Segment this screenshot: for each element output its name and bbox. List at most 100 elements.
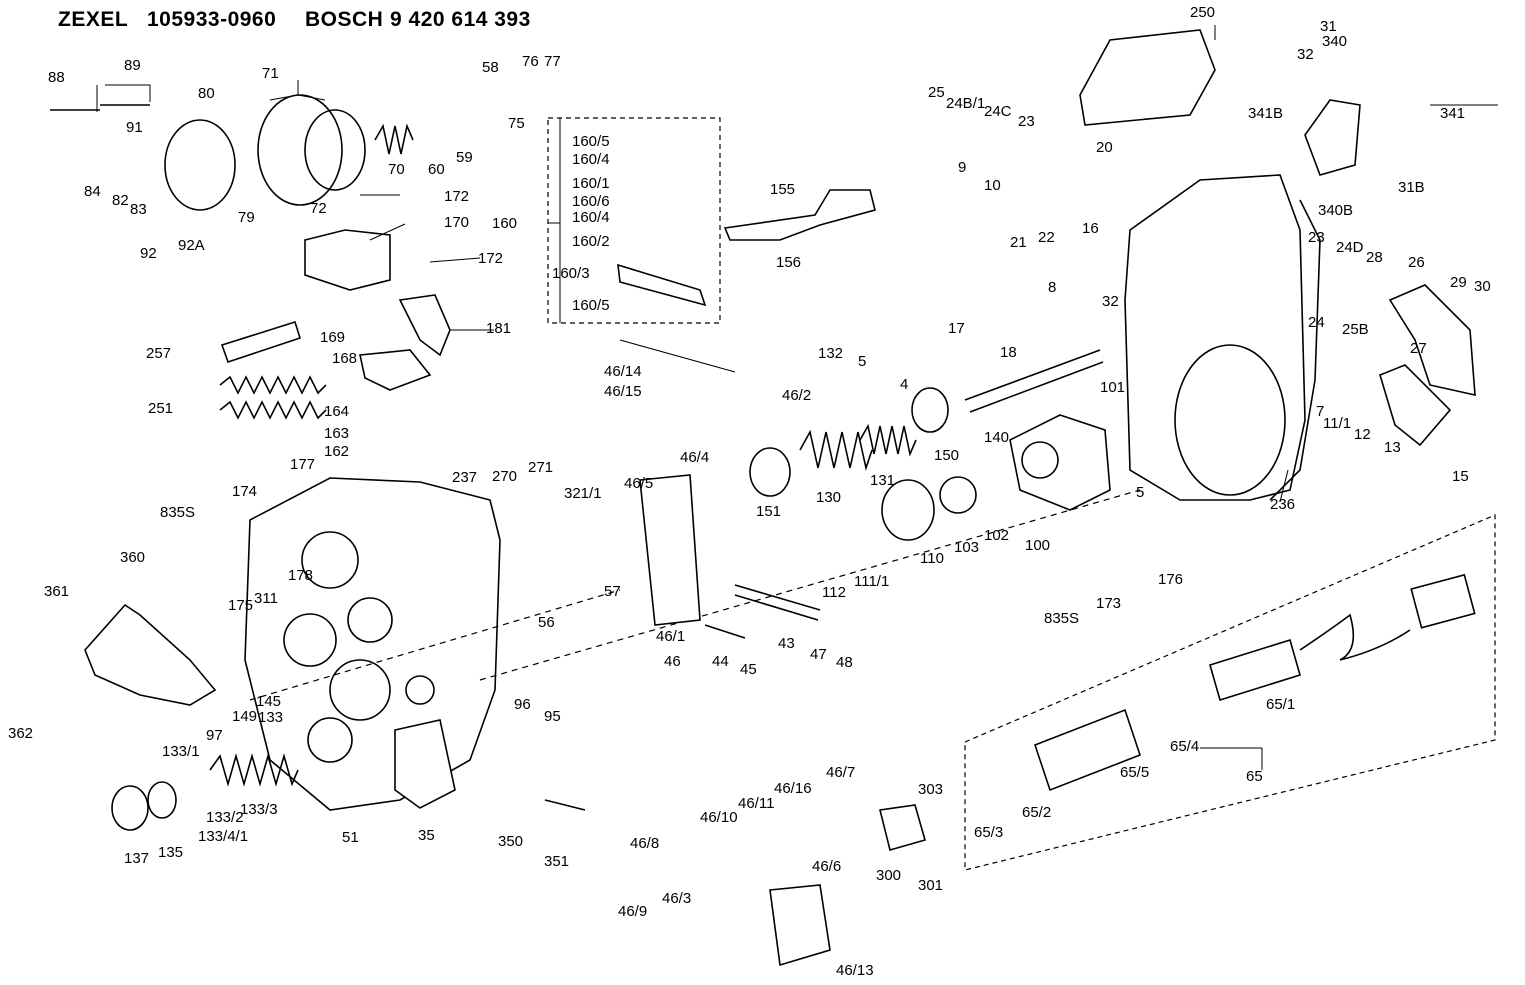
callout-label: 60 <box>428 161 445 178</box>
callout-label: 13 <box>1384 439 1401 456</box>
callout-label: 8 <box>1048 279 1056 296</box>
callout-label: 5 <box>1136 484 1144 501</box>
callout-label: 341B <box>1248 105 1283 122</box>
callout-label: 250 <box>1190 4 1215 21</box>
header-number1: 105933-0960 <box>147 8 277 31</box>
callout-label: 177 <box>290 456 315 473</box>
callout-label: 65/1 <box>1266 696 1295 713</box>
callout-label: 31 <box>1320 18 1337 35</box>
callout-label: 835S <box>160 504 195 521</box>
callout-label: 24 <box>1308 314 1325 331</box>
callout-label: 65/5 <box>1120 764 1149 781</box>
callout-label: 155 <box>770 181 795 198</box>
callout-label: 164 <box>324 403 349 420</box>
callout-label: 95 <box>544 708 561 725</box>
callout-label: 24B/1 <box>946 95 985 112</box>
callout-label: 24D <box>1336 239 1364 256</box>
callout-label: 101 <box>1100 379 1125 396</box>
callout-label: 102 <box>984 527 1009 544</box>
callout-label: 76 <box>522 53 539 70</box>
callout-label: 31B <box>1398 179 1425 196</box>
callout-label: 65/2 <box>1022 804 1051 821</box>
callout-label: 7 <box>1316 403 1324 420</box>
callout-label: 16 <box>1082 220 1099 237</box>
callout-label: 160/6 <box>572 193 610 210</box>
callout-label: 303 <box>918 781 943 798</box>
callout-label: 168 <box>332 350 357 367</box>
callout-label: 70 <box>388 161 405 178</box>
callout-label: 160/3 <box>552 265 590 282</box>
callout-label: 91 <box>126 119 143 136</box>
callout-label: 29 <box>1450 274 1467 291</box>
callout-label: 130 <box>816 489 841 506</box>
cover-250 <box>1079 29 1216 126</box>
callout-label: 257 <box>146 345 171 362</box>
callout-label: 162 <box>324 443 349 460</box>
callout-label: 236 <box>1270 496 1295 513</box>
leader-lines <box>96 25 1498 770</box>
callout-label: 100 <box>1025 537 1050 554</box>
callout-label: 4 <box>900 376 908 393</box>
callout-label: 835S <box>1044 610 1079 627</box>
callout-label: 46/16 <box>774 780 812 797</box>
callout-label: 75 <box>508 115 525 132</box>
callout-label: 47 <box>810 646 827 663</box>
callout-label: 84 <box>84 183 101 200</box>
callout-label: 160 <box>492 215 517 232</box>
callout-label: 28 <box>1366 249 1383 266</box>
callout-label: 58 <box>482 59 499 76</box>
callout-label: 46/8 <box>630 835 659 852</box>
lever-360 <box>84 603 217 706</box>
callout-label: 77 <box>544 53 561 70</box>
callout-label: 46/13 <box>836 962 874 979</box>
callout-label: 65/4 <box>1170 738 1199 755</box>
callout-label: 71 <box>262 65 279 82</box>
callout-label: 23 <box>1018 113 1035 130</box>
callout-label: 300 <box>876 867 901 884</box>
callout-label: 156 <box>776 254 801 271</box>
callout-label: 17 <box>948 320 965 337</box>
callout-label: 341 <box>1440 105 1465 122</box>
callout-label: 35 <box>418 827 435 844</box>
callout-label: 133/1 <box>162 743 200 760</box>
callout-label: 46/11 <box>738 795 774 812</box>
callout-label: 172 <box>444 188 469 205</box>
callout-label: 112 <box>822 584 846 601</box>
callout-label: 46/5 <box>624 475 653 492</box>
callout-label: 92 <box>140 245 157 262</box>
callout-label: 321/1 <box>564 485 602 502</box>
callout-label: 160/5 <box>572 297 610 314</box>
callout-label: 46/7 <box>826 764 855 781</box>
callout-label: 360 <box>120 549 145 566</box>
callout-label: 46/3 <box>662 890 691 907</box>
callout-label: 160/2 <box>572 233 610 250</box>
callout-label: 23 <box>1308 229 1325 246</box>
callout-label: 160/4 <box>572 151 610 168</box>
header-brand1: ZEXEL <box>58 8 129 31</box>
callout-label: 25B <box>1342 321 1369 338</box>
callout-label: 160/5 <box>572 133 610 150</box>
callout-label: 362 <box>8 725 33 742</box>
callout-label: 26 <box>1408 254 1425 271</box>
callout-label: 135 <box>158 844 183 861</box>
callout-label: 43 <box>778 635 795 652</box>
callout-label: 132 <box>818 345 843 362</box>
callout-label: 340 <box>1322 33 1347 50</box>
callout-label: 82 <box>112 192 129 209</box>
callout-label: 271 <box>528 459 553 476</box>
callout-label: 24C <box>984 103 1012 120</box>
callout-label: 111/1 <box>854 573 889 590</box>
callout-label: 174 <box>232 483 257 500</box>
callout-label: 10 <box>984 177 1001 194</box>
callout-label: 89 <box>124 57 141 74</box>
callout-label: 175 <box>228 597 253 614</box>
callout-label: 145 <box>256 693 281 710</box>
callout-label: 181 <box>486 320 511 337</box>
callout-label: 45 <box>740 661 757 678</box>
part-shapes <box>50 29 1496 967</box>
callout-label: 110 <box>920 550 944 567</box>
callout-label: 133/2 <box>206 809 244 826</box>
callout-label: 9 <box>958 159 966 176</box>
callout-label: 137 <box>124 850 149 867</box>
callout-label: 11/1 <box>1323 415 1351 432</box>
